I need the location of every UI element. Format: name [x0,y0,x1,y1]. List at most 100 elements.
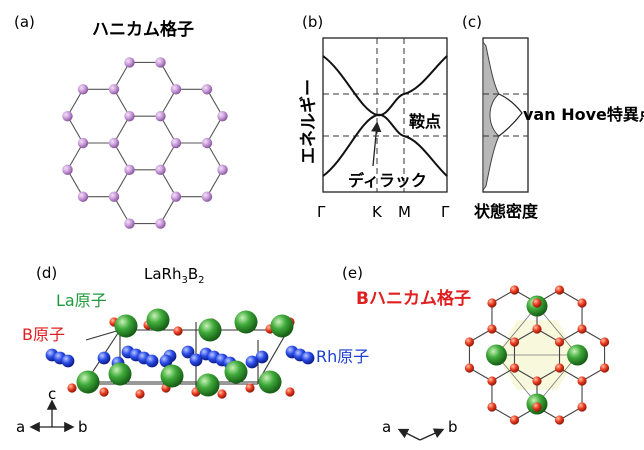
e-axis-a-label: a [382,418,391,436]
crystal-axes [29,399,75,433]
la-atom [76,370,100,394]
la-atom [114,314,138,338]
panel-b: (b) エネルギー 鞍点 ディラック Γ K M Γ [299,13,450,221]
la-atom [258,370,282,394]
boron-honeycomb [464,285,610,425]
lattice-atom [124,218,135,229]
la-atom [196,373,220,397]
upper-band-curve [322,55,448,117]
dirac-arrow [371,121,382,167]
b-atom [532,298,542,308]
tick-gamma-left: Γ [317,203,326,221]
b-atom [487,324,497,334]
lattice-atom [155,164,166,176]
b-atom [532,402,542,412]
lattice-atom [77,191,89,202]
panel-d-tag: (d) [36,264,57,282]
lattice-atom [201,137,213,149]
lattice-atom [170,84,182,95]
b-atom [509,363,520,373]
b-atom [532,324,542,334]
e-axes [397,428,445,441]
tick-m: M [398,203,411,221]
dos-axis-label: 状態密度 [474,202,539,221]
guide-line [496,305,538,356]
b-atom [554,363,565,373]
b-atom [509,285,520,295]
dirac-point-label: ディラック [348,171,427,190]
tick-k: K [372,203,383,221]
b-atom [577,376,587,386]
dos-fill [482,40,500,192]
guide-line [496,354,538,405]
crystal-structure [45,308,315,399]
b-atom [577,402,587,412]
rh-atom [255,350,269,364]
b-atom [554,285,565,295]
band-plot-frame [322,37,448,193]
panel-b-tag: (b) [302,13,323,31]
b-atom [554,415,565,425]
la-atom [270,314,294,338]
lattice-atom [170,137,182,149]
lattice-atom [201,84,213,95]
b-atom [554,337,565,347]
lower-band-curve [322,113,448,177]
energy-axis-label: エネルギー [299,79,319,164]
lattice-atom [62,164,73,176]
panel-a-tag: (a) [14,13,35,31]
e-axis-b-label: b [448,418,458,436]
panel-c-tag: (c) [462,13,482,31]
guide-line [536,354,578,405]
b-atom [67,383,77,393]
axis-a-label: a [16,418,25,436]
panel-d: (d) LaRh3B2 La原子 B原子 Rh原子 c a b [16,264,369,436]
rh-atom [301,351,315,365]
vhs-label: van Hove特異点 [523,105,644,124]
lattice-atom [155,57,166,68]
la-atom [485,344,507,366]
rh-atom [61,354,75,368]
la-atom [160,364,184,388]
b-atom [217,389,227,399]
b-atom [599,337,610,347]
lattice-atom [124,164,135,176]
la-atom [198,318,222,342]
b-atom [487,376,497,386]
la-atom [234,310,258,334]
saddle-point-label: 鞍点 [409,112,441,131]
lattice-atom [155,110,166,122]
b-atom [487,402,497,412]
la-atom [224,360,248,384]
tick-gamma-right: Γ [441,203,450,221]
rh-atom-label: Rh原子 [316,347,369,366]
formula-label: LaRh3B2 [144,265,205,286]
b-atom [509,337,520,347]
b-atom [285,387,295,397]
b-atom [99,387,109,397]
vhs-pointer [498,93,523,137]
lattice-atom [124,57,135,68]
b-atom [487,298,497,308]
b-atom [577,324,587,334]
rh-atom [189,353,203,367]
b-atom [464,337,475,347]
lattice-atom [217,110,228,122]
b-atom [532,376,542,386]
honeycomb-lattice [62,57,228,229]
lattice-atom [62,110,73,122]
b-atom [509,415,520,425]
lattice-atom [108,84,120,95]
lattice-atom [170,191,182,202]
lattice-atom [77,84,89,95]
la-atom [108,362,132,386]
b-atom-label: B原子 [22,325,65,344]
b-atom [599,363,610,373]
panel-e: (e) Bハニカム格子 a b [342,264,610,441]
lattice-atom [108,191,120,202]
rh-atom [181,345,195,359]
axis-b-label: b [78,418,88,436]
panel-a: (a) ハニカム格子 [14,13,228,229]
panel-a-title: ハニカム格子 [92,19,194,40]
